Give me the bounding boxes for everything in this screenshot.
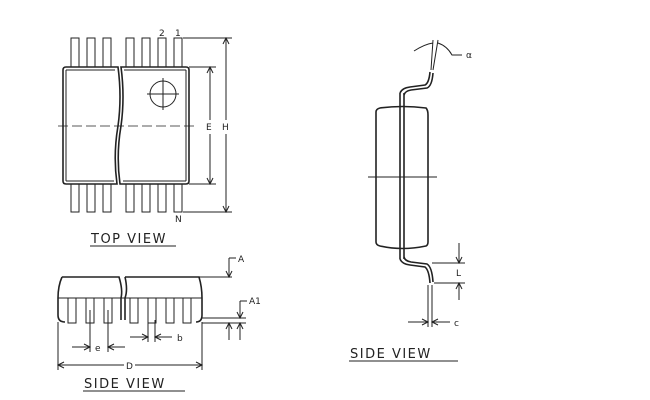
end-view-lead-vertical bbox=[399, 93, 405, 259]
end-view-lead-top bbox=[399, 71, 434, 96]
bottom-lead bbox=[70, 183, 80, 213]
dim-L-line bbox=[432, 243, 465, 300]
dim-H-line bbox=[222, 36, 230, 214]
dim-D-line bbox=[56, 322, 204, 370]
dim-A1-label: A1 bbox=[249, 297, 261, 307]
side-view-front: A A1 e b D SIDE VIEW bbox=[56, 255, 261, 392]
dim-H-label: H bbox=[222, 123, 229, 133]
side-lead bbox=[147, 297, 157, 324]
dim-E-label: E bbox=[206, 123, 212, 133]
top-lead bbox=[102, 37, 112, 68]
dim-alpha-arc bbox=[413, 39, 462, 71]
dim-b-line bbox=[130, 320, 172, 342]
dim-L-label: L bbox=[456, 269, 461, 279]
dim-A-arrow bbox=[225, 257, 236, 279]
top-view-body-inner bbox=[65, 69, 187, 182]
top-lead bbox=[86, 37, 96, 68]
bottom-lead bbox=[157, 183, 167, 213]
top-view-title: TOP VIEW bbox=[90, 232, 167, 247]
top-view: 2 1 N E H TOP VIEW bbox=[58, 29, 232, 247]
dim-c-label: c bbox=[454, 319, 459, 329]
top-lead bbox=[125, 37, 135, 68]
dim-D-label: D bbox=[126, 362, 133, 372]
top-view-leads bbox=[70, 37, 183, 213]
dim-e-line bbox=[72, 310, 125, 352]
side-lead bbox=[67, 297, 77, 324]
side-lead bbox=[165, 297, 175, 324]
bottom-lead bbox=[173, 183, 183, 213]
side-view-front-title: SIDE VIEW bbox=[84, 377, 166, 392]
dim-A1-arrows bbox=[225, 300, 247, 340]
side-view-end-title: SIDE VIEW bbox=[350, 347, 432, 362]
pin1-label: 1 bbox=[175, 29, 181, 39]
top-lead bbox=[70, 37, 80, 68]
top-view-body-left bbox=[62, 66, 121, 185]
pin1-marker-cross bbox=[147, 78, 179, 110]
side-lead bbox=[129, 297, 139, 324]
bottom-lead bbox=[141, 183, 151, 213]
side-body-right bbox=[124, 276, 203, 323]
bottom-lead bbox=[86, 183, 96, 213]
side-lead bbox=[182, 297, 192, 324]
side-extension-lines bbox=[199, 276, 246, 324]
dim-E-line bbox=[206, 65, 214, 186]
dim-c-line bbox=[408, 285, 450, 327]
top-view-body-right bbox=[117, 66, 190, 185]
dim-alpha-label: α bbox=[466, 51, 472, 61]
bottom-lead bbox=[125, 183, 135, 213]
top-lead bbox=[157, 37, 167, 68]
dim-e-label: e bbox=[95, 344, 101, 354]
side-view-leads bbox=[67, 297, 192, 324]
top-lead bbox=[173, 37, 183, 68]
side-view-end: α L c SIDE VIEW bbox=[349, 39, 472, 362]
top-lead bbox=[141, 37, 151, 68]
bottom-lead bbox=[102, 183, 112, 213]
pinN-label: N bbox=[175, 215, 182, 225]
top-view-extension-lines bbox=[183, 37, 232, 213]
dim-b-label: b bbox=[177, 334, 183, 344]
dim-A-label: A bbox=[238, 255, 245, 265]
end-view-lead-bottom bbox=[399, 256, 434, 284]
pin2-label: 2 bbox=[159, 29, 165, 39]
end-view-body bbox=[375, 105, 429, 250]
